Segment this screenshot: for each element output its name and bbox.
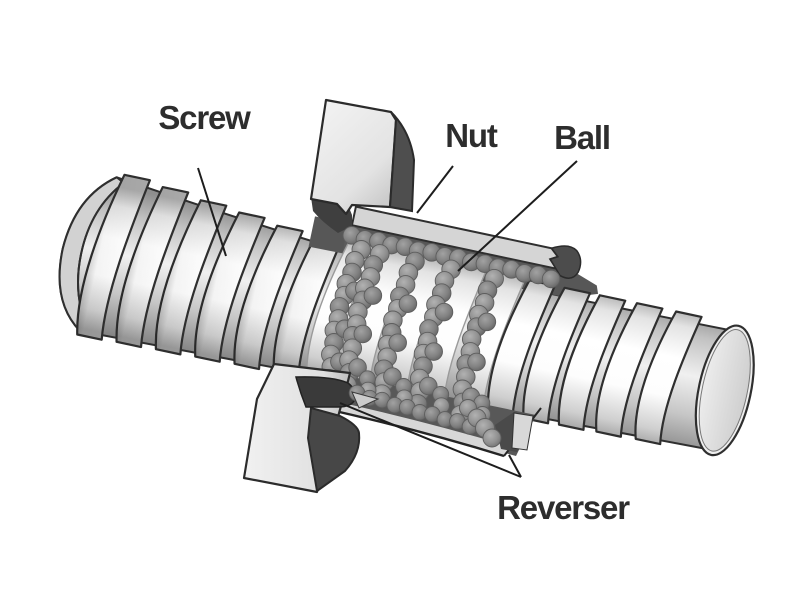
svg-text:Ball: Ball [554, 119, 610, 156]
svg-text:Nut: Nut [445, 117, 498, 154]
svg-text:Screw: Screw [158, 99, 251, 136]
svg-text:Reverser: Reverser [497, 489, 630, 526]
